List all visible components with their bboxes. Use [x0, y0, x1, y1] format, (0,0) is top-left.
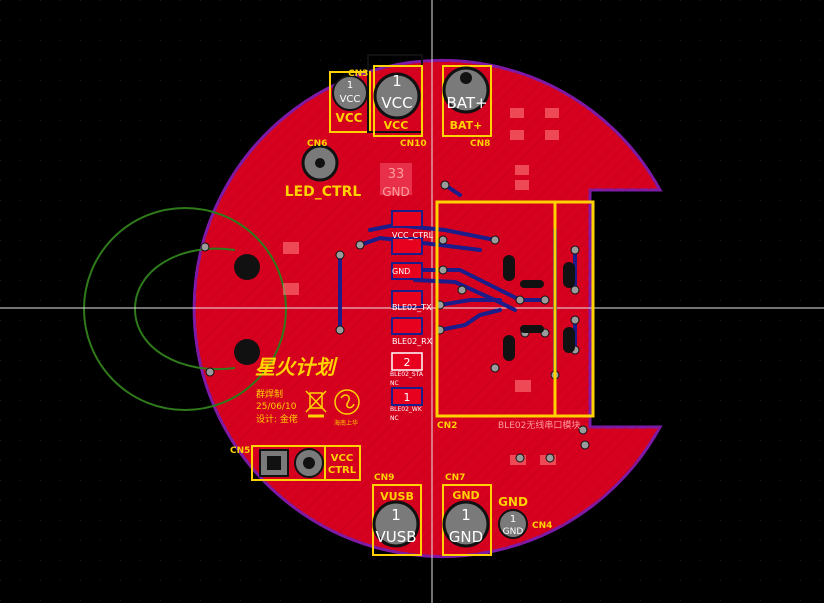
net-label-ble-sta: BLE02_STA [390, 371, 424, 378]
brand-line1: 群焊制 [256, 388, 283, 400]
connector-cn4[interactable]: 1 GND [498, 509, 528, 539]
cn6-label: LED_CTRL [285, 184, 362, 200]
connector-cn7[interactable]: 1 GND [442, 484, 492, 556]
connector-cn10[interactable]: 1 VCC [373, 65, 423, 137]
pad-1: 1 [391, 387, 423, 406]
cn7-ref: CN7 [445, 473, 465, 483]
brand-designer: 设计: 金佬 [256, 413, 298, 425]
net-pads [391, 210, 423, 335]
connector-cn8[interactable]: BAT+ [442, 65, 492, 137]
cn3-label: VCC [336, 111, 363, 125]
vias [200, 180, 590, 463]
connector-cn9[interactable]: 1 VUSB [372, 484, 422, 556]
net-label-nc: NC [390, 380, 399, 387]
brand-logo-text: 星火计划 [255, 355, 338, 379]
net-label-ble-wk: BLE02_WK [390, 406, 423, 413]
svg-text:1: 1 [510, 514, 516, 525]
cn4-label: GND [498, 495, 528, 509]
svg-text:1: 1 [347, 80, 353, 91]
svg-text:33: 33 [388, 167, 405, 182]
net-label-vcc-ctrl: VCC_CTRL [392, 231, 434, 240]
cn5-ref: CN5 [230, 446, 250, 456]
svg-text:1: 1 [461, 506, 471, 524]
svg-text:2: 2 [404, 356, 411, 369]
svg-text:VCC: VCC [340, 94, 361, 105]
svg-text:VCC: VCC [381, 94, 412, 112]
cn5-label-line2: CTRL [328, 465, 357, 476]
svg-text:GND: GND [382, 185, 410, 199]
svg-text:GND: GND [503, 527, 524, 537]
cn8-ref: CN8 [470, 139, 490, 149]
ble-module-footprint [435, 200, 595, 418]
pad-2: 2 [391, 352, 423, 371]
svg-text:1: 1 [391, 506, 401, 524]
weee-bin-icon [305, 390, 327, 418]
svg-text:1: 1 [404, 391, 411, 404]
net-label-ble-rx: BLE02_RX [392, 337, 433, 346]
net-label-nc-2: NC [390, 415, 399, 422]
mounting-holes [234, 254, 260, 365]
connector-cn6[interactable] [301, 144, 339, 182]
cn4-ref: CN4 [532, 521, 552, 531]
brand-date: 25/06/10 [256, 402, 297, 412]
svg-text:VUSB: VUSB [375, 528, 416, 546]
connector-cn5[interactable] [251, 445, 361, 481]
cn3-ref: CN3 [348, 69, 368, 79]
cn7-label: GND [452, 489, 479, 502]
net-label-ble-tx: BLE02_TX [392, 303, 432, 312]
cn6-ref: CN6 [307, 139, 327, 149]
cn2-ref: CN2 [437, 421, 457, 431]
ble-module-label: BLE02无线串口模块 [498, 419, 580, 431]
cn8-label: BAT+ [450, 119, 483, 132]
cn10-ref: CN10 [400, 139, 427, 149]
lab-seal-icon [334, 389, 360, 415]
svg-text:GND: GND [449, 528, 483, 546]
svg-text:1: 1 [392, 72, 402, 90]
connector-cn3[interactable]: 1 VCC [329, 54, 423, 133]
svg-text:BAT+: BAT+ [446, 94, 487, 112]
pad-33-gnd: 33 GND [380, 163, 412, 199]
net-label-gnd: GND [392, 267, 410, 276]
cn9-ref: CN9 [374, 473, 394, 483]
cn5-label-line1: VCC [331, 453, 353, 464]
cn10-label: VCC [384, 119, 409, 132]
lab-label: 海南上华 [334, 419, 358, 427]
component-outline-ref [83, 207, 287, 411]
cn9-label: VUSB [380, 490, 414, 503]
